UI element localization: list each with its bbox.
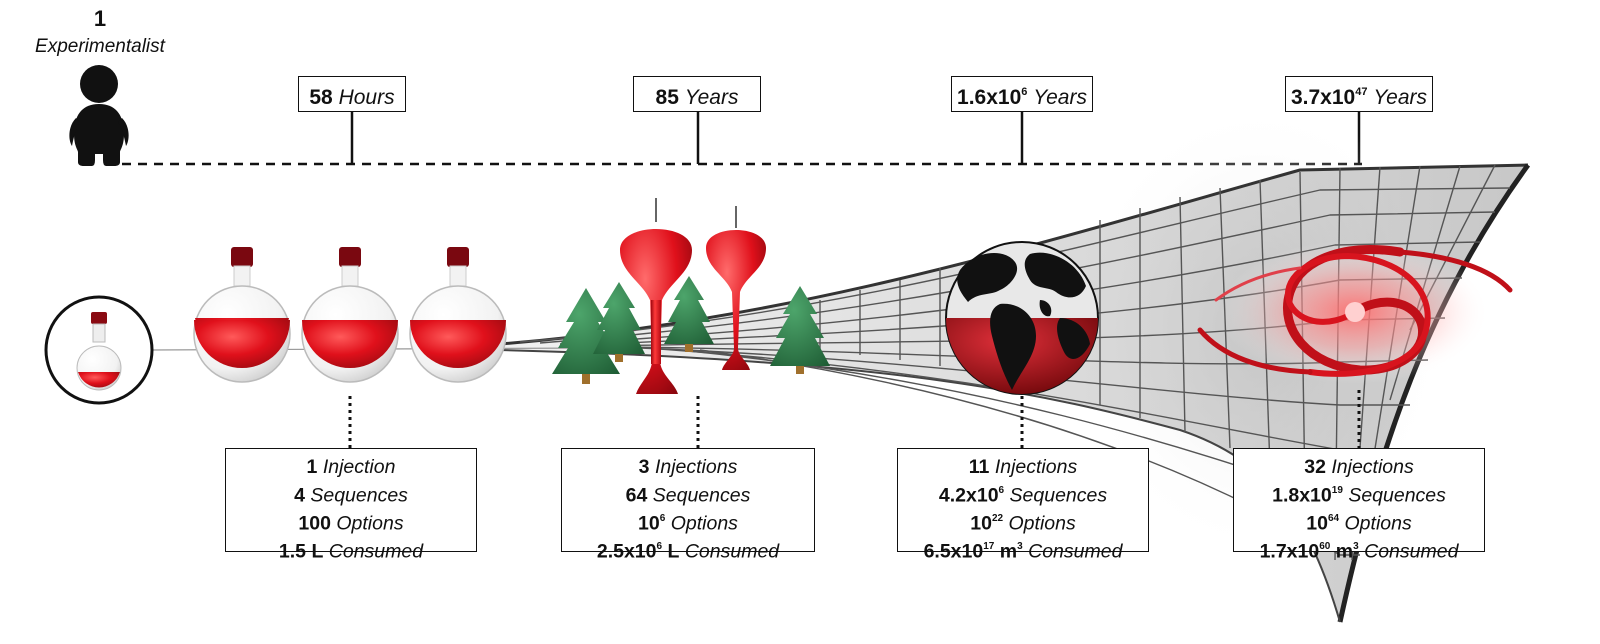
consumed-row: 6.5x1017 m3 Consumed [898,536,1148,564]
options-value: 10 [1306,512,1328,534]
injections-value: 32 [1304,456,1326,478]
time-exponent: 6 [1021,86,1028,98]
sequences-row: 4.2x106 Sequences [898,480,1148,508]
consumed-unit: m [999,540,1018,562]
injections-row: 32 Injections [1234,455,1484,480]
time-value: 85 [655,86,679,109]
injections-value: 1 [306,456,318,478]
flask-icon [409,247,507,383]
consumed-label: Consumed [1364,540,1459,562]
injections-label: Injection [322,456,396,478]
consumed-unit-exponent: 3 [1017,540,1023,552]
consumed-unit-exponent: 3 [1353,540,1359,552]
sequences-exponent: 19 [1331,484,1343,496]
sequences-exponent: 6 [998,484,1005,496]
stage-stats-1: 1 Injection 4 Sequences 100 Options 1.5 … [225,448,477,562]
time-value: 58 [309,86,333,109]
consumed-exponent: 6 [656,540,663,552]
flask-icon [301,247,399,383]
consumed-row: 1.5 L Consumed [226,536,476,564]
consumed-exponent: 60 [1319,540,1331,552]
person-icon [69,65,129,166]
time-box-1: 58 Hours [298,76,406,112]
time-mantissa: 1.6x10 [957,86,1022,109]
earth-globe-icon [945,241,1099,395]
time-unit: Years [1373,86,1428,109]
injections-label: Injections [654,456,738,478]
options-label: Options [670,512,738,534]
time-unit: Years [1033,86,1087,109]
consumed-unit: L [667,540,680,562]
injections-label: Injections [994,456,1078,478]
time-unit: Years [684,86,739,109]
consumed-label: Consumed [328,540,424,562]
stage-stats-4: 32 Injections 1.8x1019 Sequences 1064 Op… [1233,448,1485,562]
water-tower-icon [620,198,692,394]
options-row: 100 Options [226,508,476,536]
consumed-value: 1.5 [278,540,307,562]
tree-icon [770,286,830,374]
injections-value: 11 [968,456,990,478]
experimentalist-count: 1 [93,6,107,31]
sequences-value: 1.8x10 [1272,484,1332,506]
consumed-row: 1.7x1060 m3 Consumed [1234,536,1484,564]
experimentalist-label: Experimentalist [35,36,165,57]
time-unit: Hours [338,86,395,109]
sequences-value: 4.2x10 [938,484,999,506]
options-label: Options [1008,512,1076,534]
consumed-row: 2.5x106 L Consumed [562,536,814,564]
time-box-3: 1.6x106 Years [951,76,1093,112]
sequences-label: Sequences [310,484,408,506]
sequences-row: 1.8x1019 Sequences [1234,480,1484,508]
injections-label: Injections [1331,456,1414,478]
time-mantissa: 3.7x10 [1290,86,1356,109]
sequences-label: Sequences [1009,484,1108,506]
options-row: 1064 Options [1234,508,1484,536]
options-value: 10 [638,512,660,534]
consumed-label: Consumed [684,540,780,562]
consumed-unit: m [1335,540,1354,562]
options-label: Options [336,512,404,534]
sequences-value: 4 [294,484,305,506]
consumed-exponent: 17 [983,540,995,552]
options-exponent: 64 [1327,512,1340,524]
options-label: Options [1344,512,1412,534]
sequences-row: 64 Sequences [562,480,814,508]
consumed-value: 2.5x10 [596,540,657,562]
options-row: 106 Options [562,508,814,536]
options-value: 10 [970,512,992,534]
time-box-4: 3.7x1047 Years [1285,76,1433,112]
water-tower-icon [706,206,766,370]
time-box-2: 85 Years [633,76,761,112]
sequences-value: 64 [625,484,648,506]
stage-stats-3: 11 Injections 4.2x106 Sequences 1022 Opt… [897,448,1149,562]
sequences-row: 4 Sequences [226,480,476,508]
spiral-galaxy-icon [1197,240,1513,384]
sequences-label: Sequences [1348,484,1446,506]
options-row: 1022 Options [898,508,1148,536]
consumed-unit: L [311,540,324,562]
time-exponent: 47 [1355,86,1368,98]
consumed-value: 1.7x10 [1259,540,1320,562]
options-exponent: 22 [991,512,1004,524]
injections-row: 11 Injections [898,455,1148,480]
injections-value: 3 [638,456,650,478]
sequences-label: Sequences [652,484,751,506]
tree-icon [593,282,645,362]
options-exponent: 6 [659,512,666,524]
tree-icon [664,276,714,352]
injections-row: 3 Injections [562,455,814,480]
single-flask-icon [44,295,154,405]
options-value: 100 [298,512,331,534]
consumed-value: 6.5x10 [923,540,984,562]
consumed-label: Consumed [1028,540,1123,562]
flask-icon [193,247,291,383]
injections-row: 1 Injection [226,455,476,480]
stage-stats-2: 3 Injections 64 Sequences 106 Options 2.… [561,448,815,562]
